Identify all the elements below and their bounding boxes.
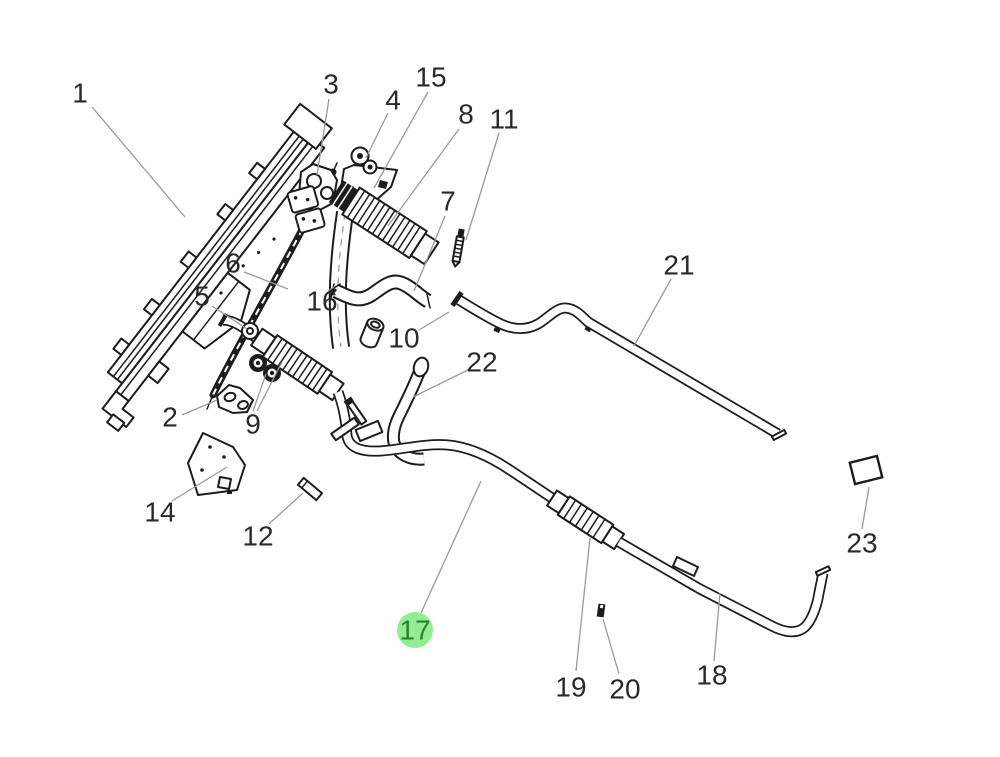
part-label-1[interactable]: 1 (72, 78, 88, 109)
part-17-18-19-tube (330, 390, 832, 638)
part-label-16[interactable]: 16 (306, 286, 337, 317)
leader-line-part-19 (575, 537, 591, 672)
leader-line-part-17 (420, 480, 482, 614)
part-label-17[interactable]: 17 (399, 615, 430, 646)
highlight-circle-part-17[interactable] (397, 612, 433, 648)
part-21-tube (450, 291, 788, 442)
leader-line-part-18 (713, 592, 721, 662)
part-label-15[interactable]: 15 (415, 62, 446, 93)
part-label-7[interactable]: 7 (440, 186, 456, 217)
part-label-21[interactable]: 21 (663, 250, 694, 281)
part-1-step-assembly (101, 102, 333, 432)
leader-line-part-7 (413, 215, 446, 292)
part-label-2[interactable]: 2 (162, 402, 178, 433)
part-label-19[interactable]: 19 (555, 672, 586, 703)
part-16-fitting (328, 283, 341, 296)
part-22-elbow-tube (386, 356, 430, 466)
part-2-bracket (216, 384, 254, 414)
part-5-grommets (241, 322, 281, 382)
leader-line-part-16 (327, 286, 335, 292)
part-23-pad (848, 454, 884, 486)
exploded-view-artwork (101, 102, 884, 638)
part-11-screw (451, 228, 465, 268)
leader-line-part-10 (418, 311, 450, 331)
part-label-23[interactable]: 23 (846, 528, 877, 559)
part-14-plate (187, 432, 246, 496)
leader-line-part-11 (465, 132, 500, 241)
part-label-10[interactable]: 10 (388, 323, 419, 354)
part-label-9[interactable]: 9 (245, 409, 261, 440)
center-pipe-band (328, 211, 354, 349)
leader-line-part-3 (316, 98, 330, 176)
leader-line-part-1 (91, 106, 186, 218)
leader-line-part-6 (243, 271, 289, 290)
part-8-bellows-hose (328, 180, 440, 266)
part-label-11[interactable]: 11 (489, 104, 518, 135)
part-label-18[interactable]: 18 (696, 660, 727, 691)
part-12-pin (296, 476, 324, 502)
part-label-22[interactable]: 22 (466, 347, 497, 378)
part-label-20[interactable]: 20 (609, 674, 640, 705)
leader-line-part-2 (181, 399, 218, 416)
leader-line-part-21 (633, 278, 672, 347)
part-4-eyelet-bolt (350, 146, 378, 175)
leader-line-part-22 (412, 368, 471, 398)
leader-line-part-5 (211, 305, 248, 330)
leader-line-part-8 (387, 128, 460, 227)
leader-lines-layer (91, 91, 870, 675)
part-7-s-hose (330, 274, 432, 309)
part-label-14[interactable]: 14 (144, 497, 175, 528)
leader-line-part-12 (268, 492, 304, 525)
leader-line-part-20 (602, 618, 620, 675)
part-label-4[interactable]: 4 (385, 85, 401, 116)
leader-line-part-4 (365, 112, 389, 159)
leader-line-part-14 (171, 466, 228, 502)
part-label-6[interactable]: 6 (225, 248, 241, 279)
leader-line-part-15 (373, 91, 429, 189)
part-3-bracket (286, 163, 338, 234)
part-20-clip (596, 603, 606, 618)
part-label-5[interactable]: 5 (194, 281, 210, 312)
leader-line-part-23 (861, 486, 870, 530)
part-10-sleeve (359, 317, 385, 349)
leader-line-part-9 (256, 361, 283, 412)
part-label-3[interactable]: 3 (323, 69, 339, 100)
part-9-bellows-hose (217, 312, 345, 402)
part-label-12[interactable]: 12 (242, 521, 273, 552)
leader-line-part-9 (252, 373, 267, 412)
part-label-8[interactable]: 8 (458, 99, 474, 130)
